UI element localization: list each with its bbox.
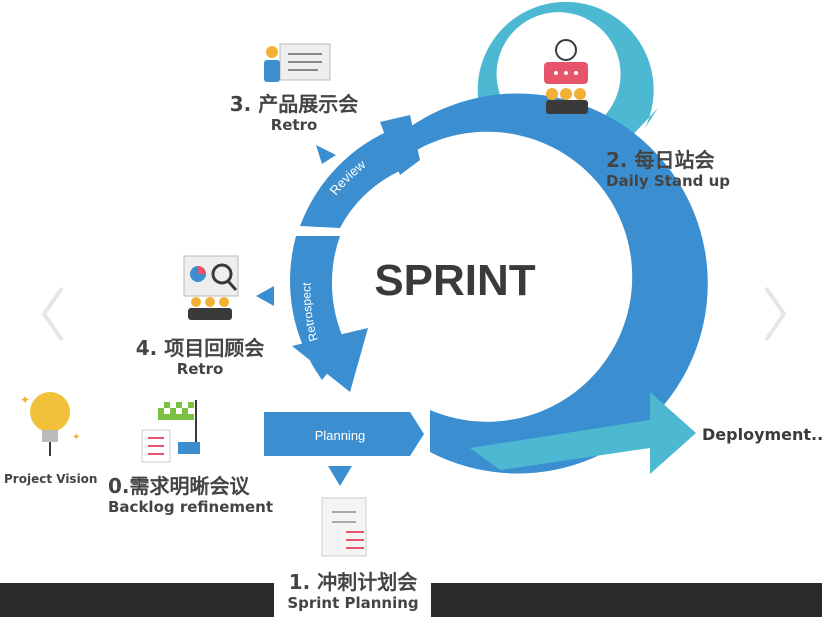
step1-subtitle: Sprint Planning [287,594,419,612]
planning-label: Planning [315,428,366,443]
step2-subtitle: Daily Stand up [606,172,731,190]
retrospect-arrow-head [292,328,368,392]
svg-text:✦: ✦ [20,393,30,407]
step3-subtitle: Retro [270,116,318,134]
presentation-board-icon [264,43,331,82]
step0-subtitle: Backlog refinement [108,498,274,516]
review-arrow-head [380,115,420,175]
svg-text:✦: ✦ [72,432,80,443]
document-scroll-icon [321,497,367,557]
step4-title: 4. 项目回顾会 [135,336,265,360]
daily-scrum-loop [477,1,658,140]
retro-pointer [256,286,274,306]
implementation-arc [404,93,708,474]
step3-title: 3. 产品展示会 [229,92,359,116]
team-meeting-icon [544,39,588,114]
step3-label: 3. 产品展示会 Retro [224,92,364,134]
chevron-left-icon[interactable] [40,286,66,342]
step2-label: 2. 每日站会 Daily Stand up [606,148,730,190]
lightbulb-icon: ✦ ✦ [20,392,80,456]
chart-analysis-icon [183,255,239,320]
planning-bar [264,412,424,456]
step1-title: 1. 冲刺计划会 [288,570,418,594]
chevron-right-icon[interactable] [762,286,788,342]
step1-label: 1. 冲刺计划会 Sprint Planning [278,570,428,612]
review-pointer [316,145,336,164]
backlog-finish-flag-icon [141,400,200,463]
step2-title: 2. 每日站会 [606,148,715,172]
step0-title: 0.需求明晰会议 [108,474,250,498]
step4-subtitle: Retro [176,360,224,378]
project-vision-label: Project Vision [4,472,98,486]
step4-label: 4. 项目回顾会 Retro [130,336,270,378]
deployment-label: Deployment.. [702,425,822,444]
step0-label: 0.需求明晰会议 Backlog refinement [108,474,273,516]
deployment-arrow [470,392,696,474]
caption-box [274,563,431,617]
sprint-title: SPRINT [374,256,535,305]
planning-pointer [328,466,352,486]
review-arc [300,128,402,228]
